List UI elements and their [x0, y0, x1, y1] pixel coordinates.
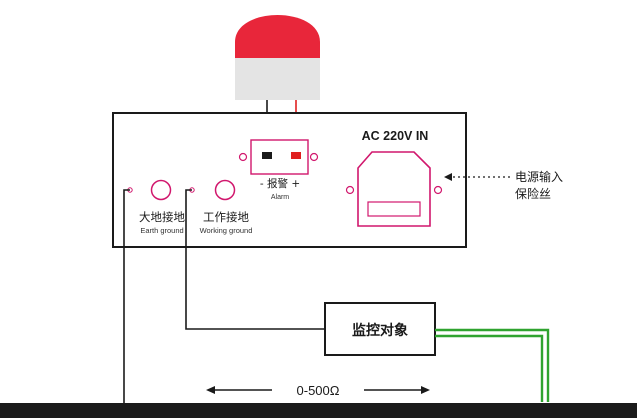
monitored-object-box: [324, 302, 436, 356]
alarm-label: - 报警 +: [260, 177, 300, 190]
alarm-terminal-negative: [262, 152, 272, 159]
alarm-beacon-icon: [235, 15, 320, 100]
working-ground-terminal: [214, 179, 236, 201]
power-socket: [345, 151, 443, 227]
working-ground-label: 工作接地: [203, 210, 249, 224]
alarm-terminal: [238, 139, 319, 175]
earth-ground-label-en: Earth ground: [140, 226, 183, 235]
fuse-pointer-arrow: [444, 173, 510, 181]
monitored-object-ground-wire-outer: [435, 328, 550, 402]
working-ground-wire: [185, 189, 325, 330]
alarm-label-en: Alarm: [271, 194, 289, 201]
beacon-dome: [235, 15, 320, 58]
earth-ground-terminal: [150, 179, 172, 201]
ground-bar: [0, 403, 637, 418]
monitored-object-ground-wire-inner: [435, 334, 544, 402]
resistance-range-label: 0-500Ω: [297, 383, 340, 398]
alarm-terminal-screw-left: [238, 152, 248, 162]
alarm-terminal-frame: [250, 139, 309, 175]
resistance-range-arrow: [206, 386, 430, 394]
power-socket-screw-right: [433, 185, 443, 195]
resistance-arrow-left-head: [206, 386, 215, 394]
alarm-terminal-positive: [291, 152, 301, 159]
fuse-pointer-head: [444, 173, 452, 181]
fuse-annotation-line2: 保险丝: [515, 186, 551, 201]
resistance-arrow-right-head: [421, 386, 430, 394]
alarm-terminal-screw-right: [309, 152, 319, 162]
beacon-base: [235, 58, 320, 100]
power-socket-screw-left: [345, 185, 355, 195]
working-ground-label-en: Working ground: [200, 226, 253, 235]
power-input-title: AC 220V IN: [362, 129, 429, 143]
fuse-slot: [367, 201, 421, 217]
earth-ground-wire: [123, 189, 130, 404]
power-socket-outline: [357, 151, 431, 227]
earth-ground-label: 大地接地: [139, 210, 185, 224]
fuse-annotation-line1: 电源输入: [515, 169, 563, 184]
monitored-object-label: 监控对象: [352, 322, 408, 339]
